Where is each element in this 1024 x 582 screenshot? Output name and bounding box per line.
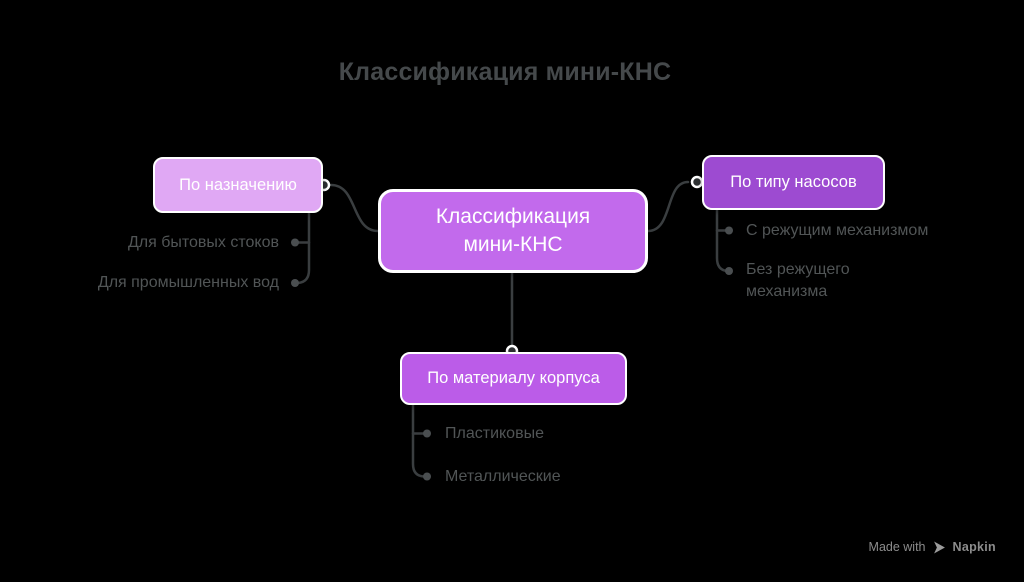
badge-prefix: Made with	[868, 540, 926, 554]
node-material[interactable]: По материалу корпуса	[400, 352, 627, 405]
node-center[interactable]: Классификация мини-КНС	[378, 189, 648, 273]
node-purpose-label: По назначению	[179, 175, 297, 194]
bullet-pumps-2	[725, 267, 733, 275]
bullet-material-1	[423, 429, 431, 438]
bullet-purpose-2	[291, 279, 299, 287]
item-material-1: Пластиковые	[445, 425, 544, 442]
connector-center-right	[646, 180, 690, 233]
node-purpose[interactable]: По назначению	[153, 157, 323, 213]
diagram-title: Классификация мини-КНС	[338, 58, 672, 86]
napkin-logo-icon	[933, 541, 946, 554]
node-pumps[interactable]: По типу насосов	[702, 155, 885, 210]
branch-line-purpose	[295, 211, 311, 285]
node-pumps-label: По типу насосов	[730, 173, 857, 191]
made-with-napkin-badge[interactable]: Made with Napkin	[869, 540, 996, 554]
bullet-material-2	[423, 472, 431, 481]
badge-brand: Napkin	[952, 540, 996, 554]
item-pumps-2: Без режущего механизма	[746, 261, 850, 300]
item-pumps-1: С режущим механизмом	[746, 222, 929, 239]
connector-center-left	[329, 183, 380, 233]
anchor-ring-pumps	[690, 175, 704, 189]
item-material-2: Металлические	[445, 468, 561, 485]
node-material-label: По материалу корпуса	[427, 369, 600, 387]
node-center-label: Классификация мини-КНС	[435, 205, 591, 256]
item-purpose-1: Для бытовых стоков	[127, 234, 279, 251]
item-purpose-2: Для промышленных вод	[97, 274, 279, 291]
bullet-pumps-1	[725, 226, 733, 235]
branch-line-material	[411, 403, 426, 478]
branch-line-pumps	[715, 208, 729, 273]
bullet-purpose-1	[291, 238, 299, 247]
